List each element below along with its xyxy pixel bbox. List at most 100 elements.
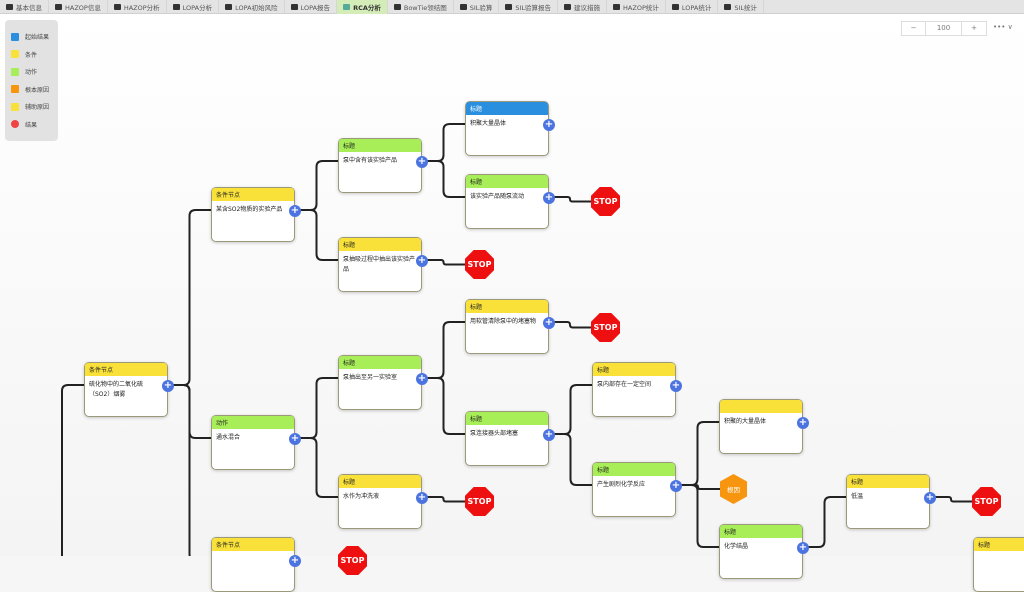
tab-13[interactable]: SIL统计 xyxy=(718,0,765,14)
action-node[interactable]: 标题泵抽出至另一实验室+ xyxy=(338,355,428,410)
tab-icon xyxy=(505,4,513,10)
legend-swatch-icon xyxy=(11,85,19,94)
add-child-button[interactable]: + xyxy=(543,317,555,329)
node-title: 条件节点 xyxy=(85,363,167,376)
legend-label: 条件 xyxy=(25,51,38,59)
node-title: 标题 xyxy=(339,238,421,251)
node-text: 化学结晶 xyxy=(724,543,749,550)
add-child-button[interactable]: + xyxy=(289,555,301,567)
action-node[interactable]: 标题泵连接器头部堵塞+ xyxy=(465,411,555,466)
condition-node[interactable]: 标题水作为冲洗液+ xyxy=(338,474,428,529)
condition-node[interactable]: 标题+ xyxy=(973,537,1024,592)
legend-item: 动作 xyxy=(11,63,52,81)
connector-line xyxy=(422,496,465,503)
legend-item: 结果 xyxy=(11,116,52,134)
add-child-button[interactable]: + xyxy=(543,429,555,441)
node-text: 泵中含有该实验产品 xyxy=(343,157,398,164)
add-child-button[interactable]: + xyxy=(162,380,174,392)
tab-0[interactable]: 基本信息 xyxy=(0,0,49,14)
tab-label: SIL验算 xyxy=(469,4,493,12)
action-node[interactable]: 标题化学结晶+ xyxy=(719,524,809,579)
connector-lines xyxy=(61,123,972,556)
node-title: 标题 xyxy=(593,463,675,476)
node-text: 泵内部存在一定空间 xyxy=(597,381,652,388)
add-child-button[interactable]: + xyxy=(797,542,809,554)
zoom-level-input[interactable]: 100 xyxy=(926,22,962,35)
condition-node[interactable]: 条件节点某含SO2物质的实验产品+ xyxy=(211,187,301,242)
root-cause-icon[interactable]: 根因 xyxy=(720,474,747,504)
connector-line xyxy=(422,259,465,266)
connector-line xyxy=(422,123,465,162)
stop-result-icon[interactable]: STOP xyxy=(972,487,1001,516)
tab-7[interactable]: BowTie领结图 xyxy=(388,0,454,14)
node-text: 积聚的大量晶体 xyxy=(724,418,767,425)
add-child-button[interactable]: + xyxy=(924,492,936,504)
add-child-button[interactable]: + xyxy=(416,373,428,385)
tab-1[interactable]: HAZOP信息 xyxy=(49,0,108,14)
tab-8[interactable]: SIL验算 xyxy=(454,0,500,14)
node-title: 标题 xyxy=(466,300,548,313)
add-child-button[interactable]: + xyxy=(543,192,555,204)
add-child-button[interactable]: + xyxy=(289,205,301,217)
action-node[interactable]: 标题产生剧烈化学反应 + xyxy=(592,462,682,517)
tab-9[interactable]: SIL验算报告 xyxy=(499,0,559,14)
connector-line xyxy=(676,484,720,490)
tab-10[interactable]: 建议措施 xyxy=(558,0,608,14)
action-node[interactable]: 标题泵中含有该实验产品+ xyxy=(338,138,428,193)
tab-label: 基本信息 xyxy=(16,4,42,12)
tab-6[interactable]: RCA分析 xyxy=(337,0,388,14)
condition-node[interactable]: 标题低温+ xyxy=(846,474,936,529)
zoom-out-button[interactable]: − xyxy=(902,22,926,35)
stop-result-icon[interactable]: STOP xyxy=(591,313,620,342)
add-child-button[interactable]: + xyxy=(416,156,428,168)
action-node[interactable]: 标题该实验产品随泵流动+ xyxy=(465,174,555,229)
connector-line xyxy=(295,377,338,439)
node-text: 水作为冲洗液 xyxy=(343,493,380,500)
add-child-button[interactable]: + xyxy=(670,380,682,392)
tab-icon xyxy=(113,4,121,10)
tab-icon xyxy=(290,4,298,10)
connector-line xyxy=(295,209,338,261)
condition-node[interactable]: 条件节点硫化物中的二氧化硫（SO2）烟雾+ xyxy=(84,362,174,417)
node-title: 条件节点 xyxy=(212,538,294,551)
node-text: 泵抽吸过程中抽出该实验产品 xyxy=(343,256,416,273)
node-text: 用软管清除泵中的堵塞物 xyxy=(470,318,537,325)
connector-line xyxy=(930,496,972,503)
legend-swatch-icon xyxy=(11,67,19,76)
legend-label: 起始结果 xyxy=(25,34,50,42)
add-child-button[interactable]: + xyxy=(289,433,301,445)
add-child-button[interactable]: + xyxy=(670,480,682,492)
stop-result-icon[interactable]: STOP xyxy=(465,250,494,279)
node-text: 积聚大量晶体 xyxy=(470,120,507,127)
connector-line xyxy=(549,433,592,486)
node-text xyxy=(212,551,294,559)
add-child-button[interactable]: + xyxy=(416,255,428,267)
condition-node[interactable]: 标题泵内部存在一定空间+ xyxy=(592,362,682,417)
stop-result-icon[interactable]: STOP xyxy=(465,487,494,516)
tab-12[interactable]: LOPA统计 xyxy=(666,0,719,14)
tab-3[interactable]: LOPA分析 xyxy=(167,0,220,14)
add-child-button[interactable]: + xyxy=(797,417,809,429)
tab-label: HAZOP分析 xyxy=(123,4,160,12)
condition-node[interactable]: 条件节点 + xyxy=(211,537,301,592)
tab-11[interactable]: HAZOP统计 xyxy=(607,0,666,14)
node-text: 产生剧烈化学反应 xyxy=(597,481,646,488)
stop-result-icon[interactable]: STOP xyxy=(591,187,620,216)
legend-swatch-icon xyxy=(11,32,19,41)
add-child-button[interactable]: + xyxy=(543,119,555,131)
more-menu-button[interactable]: ••• ∨ xyxy=(993,23,1013,31)
condition-node[interactable]: 标题泵抽吸过程中抽出该实验产品+ xyxy=(338,237,428,292)
node-text: 泵抽出至另一实验室 xyxy=(343,374,398,381)
condition-node[interactable]: 积聚的大量晶体 + xyxy=(719,399,809,454)
action-node[interactable]: 动作通水混合+ xyxy=(211,415,301,470)
zoom-in-button[interactable]: + xyxy=(971,24,977,32)
tab-4[interactable]: LOPA初始风险 xyxy=(219,0,285,14)
condition-node[interactable]: 标题用软管清除泵中的堵塞物 + xyxy=(465,299,555,354)
tab-2[interactable]: HAZOP分析 xyxy=(108,0,167,14)
connector-line xyxy=(549,321,591,329)
tab-icon xyxy=(613,4,621,10)
node-text xyxy=(974,551,1024,559)
tab-5[interactable]: LOPA报告 xyxy=(285,0,338,14)
add-child-button[interactable]: + xyxy=(416,492,428,504)
start-result-node[interactable]: 标题积聚大量晶体+ xyxy=(465,101,555,156)
